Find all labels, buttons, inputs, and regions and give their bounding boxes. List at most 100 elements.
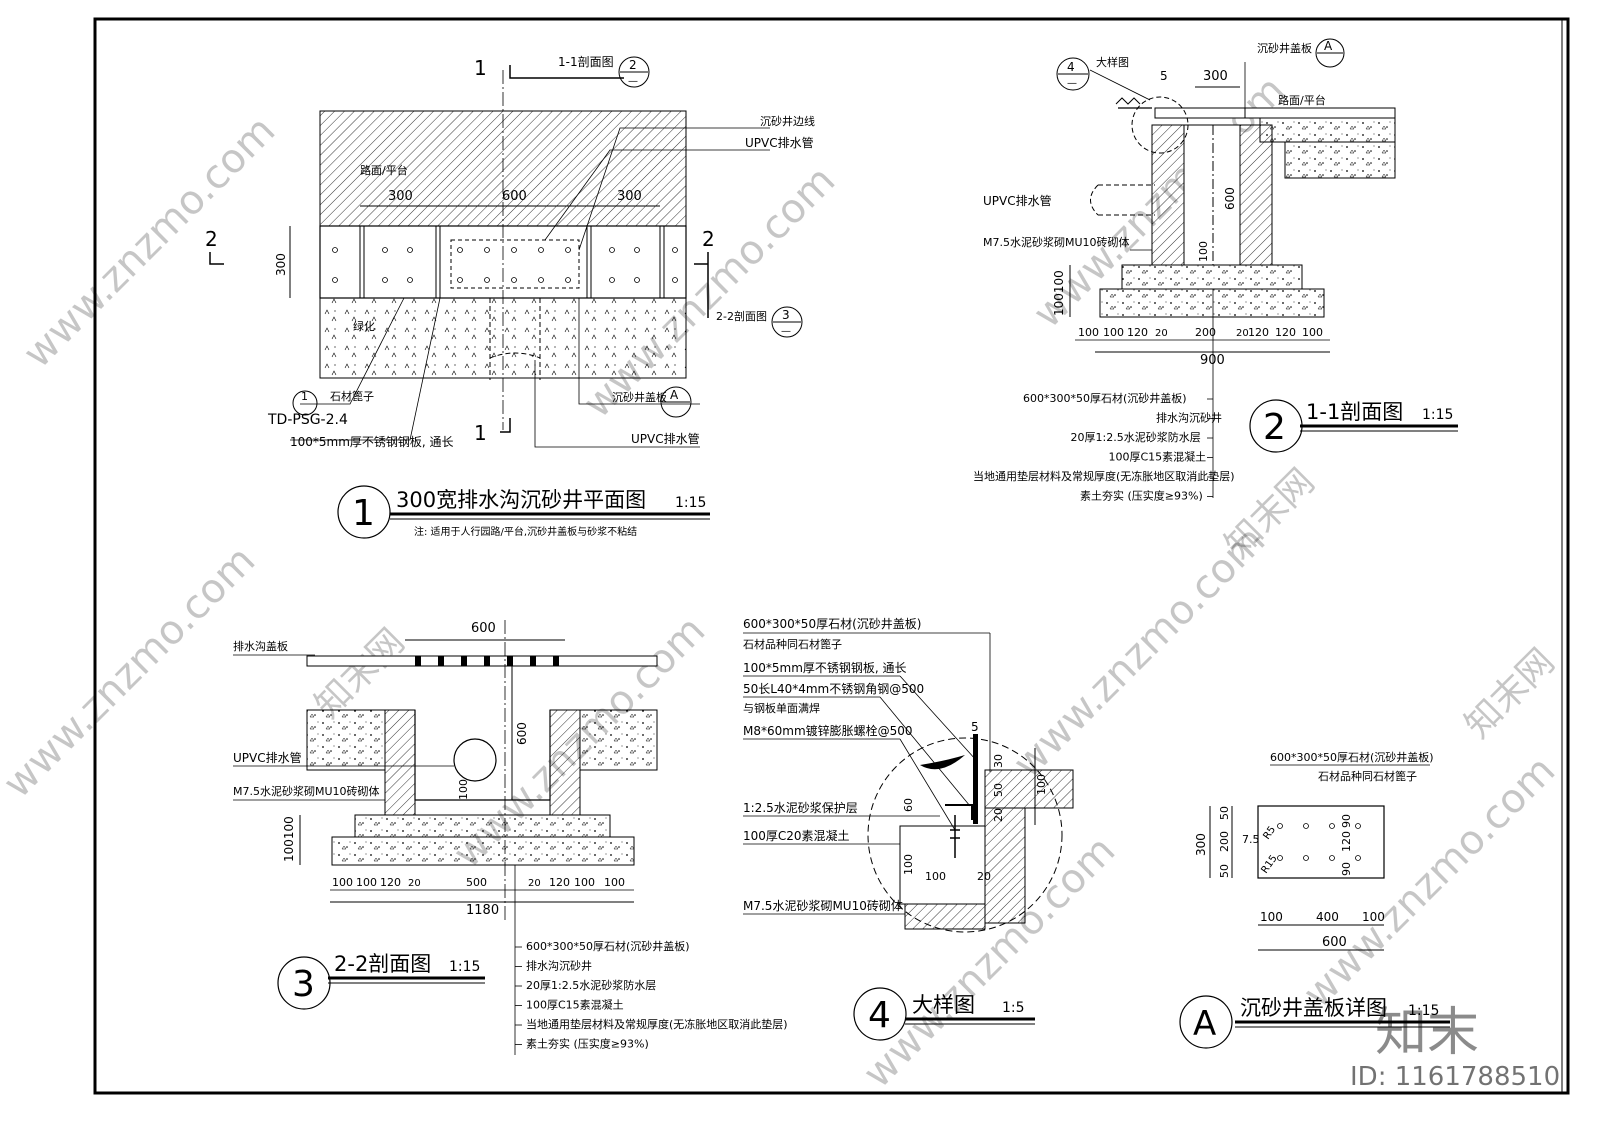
detail-concrete-block: [899, 825, 986, 905]
cover-dim-120: 120: [1340, 831, 1353, 852]
detail-leader-2d: [879, 696, 971, 807]
cut-2-right-mark: [694, 252, 709, 318]
ref-2-2-bubble: [771, 306, 803, 338]
plan-dim-300-left: 300: [388, 189, 413, 204]
cover-dim-600: 600: [1322, 935, 1347, 950]
cut-1-bottom-mark: [500, 418, 511, 433]
cover-dim-100-left: 100: [1260, 910, 1283, 924]
plan-title-num: 1: [352, 493, 375, 534]
sec11-dim-600: 600: [1223, 187, 1237, 210]
cover-dim-200: 200: [1218, 831, 1231, 852]
sec11-layer-note-0: 600*300*50厚石材(沉砂井盖板): [1023, 391, 1187, 405]
plan-pipe-dashed: [489, 298, 541, 380]
sec11-dim-7: 120: [1275, 326, 1296, 339]
sec22-layer-note-5: 素土夯实 (压实度≥93%): [526, 1037, 649, 1051]
sec11-layer-note-3: 100厚C15素混凝土: [1109, 450, 1207, 464]
sec22-layer-notes: 600*300*50厚石材(沉砂井盖板)排水沟沉砂井20厚1:2.5水泥砂浆防水…: [514, 865, 788, 1055]
sec22-dim-100: 100: [457, 779, 470, 800]
sec22-dim-600: 600: [471, 621, 496, 636]
ref-1-1-sheet: —: [628, 76, 638, 87]
plan-cover-ref: A: [670, 388, 679, 402]
plan-scale: 1:15: [675, 495, 706, 511]
detail-dim-50: 50: [992, 783, 1005, 797]
section-2-2: 排水沟盖板 600 600 UPVC排水管 M7.5水泥砂浆砌MU10砖砌体 1…: [233, 620, 788, 1055]
sec22-layer-note-3: 100厚C15素混凝土: [526, 998, 624, 1012]
cut-2-left-mark: [209, 252, 224, 265]
sec22-grate-slots: [415, 656, 559, 666]
detail-dim-5: 5: [971, 720, 979, 734]
watermark-site: www.znzmo.com: [1295, 747, 1565, 1017]
detail-steel-plate: [973, 734, 978, 824]
sec22-layer-note-4: 当地通用垫层材料及常规厚度(无冻胀地区取消此垫层): [526, 1017, 788, 1031]
detail-note-6: 1:2.5水泥砂浆保护层: [743, 800, 858, 815]
detail-notes: 600*300*50厚石材(沉砂井盖板)石材品种同石材篦子100*5mm厚不锈钢…: [743, 617, 991, 915]
ref-1-1-label: 1-1剖面图: [558, 55, 614, 69]
sec11-pipe-dashed: [1090, 184, 1155, 216]
sec22-wall-left: [384, 709, 416, 816]
sec22-dim-0: 100: [332, 876, 353, 889]
cover-dim-400: 400: [1316, 910, 1339, 924]
detail-note-8: M7.5水泥砂浆砌MU10砖砌体: [743, 898, 903, 913]
detail-dim-100: 100: [902, 854, 915, 875]
sec11-upvc-label: UPVC排水管: [983, 193, 1052, 208]
sec11-cover-label: 沉砂井盖板: [1257, 41, 1312, 55]
plan-upvc-top-label: UPVC排水管: [745, 135, 814, 150]
detail-ref-bubble: [1056, 57, 1090, 91]
sec22-dim-2: 120: [380, 876, 401, 889]
plan-green-label: 绿化: [353, 319, 375, 333]
plan-stone-grate-label: 石材篦子: [330, 389, 374, 403]
detail-note-1: 石材品种同石材篦子: [743, 637, 842, 651]
plan-view: 1 1-1剖面图 2 — 1 2 2 2-2剖面图 3 — 路面/平台 300 …: [205, 55, 815, 539]
sec11-cover-ref-bubble: [1315, 38, 1345, 68]
watermark-id: ID: 1161788510: [1350, 1062, 1560, 1092]
sec11-road-label: 路面/平台: [1278, 93, 1326, 107]
sec22-wall-right: [549, 709, 581, 816]
grate-ref-bubble: [292, 390, 318, 416]
detail-ref-num: 4: [1067, 60, 1075, 74]
sec11-layer-note-1: 排水沟沉砂井: [1156, 411, 1222, 425]
sec11-detail-circle: [1131, 96, 1189, 154]
sec11-title: 1-1剖面图: [1306, 400, 1403, 424]
cover-dim-90-top: 90: [1340, 814, 1353, 828]
sec22-title: 2-2剖面图: [334, 952, 431, 976]
sec11-paving-right: [1244, 107, 1396, 119]
sec22-cover-slab: [306, 655, 658, 667]
cover-title: 沉砂井盖板详图: [1240, 996, 1387, 1020]
sec22-dim-6: 120: [549, 876, 570, 889]
sec11-layer-notes: 600*300*50厚石材(沉砂井盖板) 排水沟沉砂井 20厚1:2.5水泥砂浆防水…: [973, 391, 1235, 503]
sec11-dim-300: 300: [1203, 69, 1228, 84]
detail-paving: [984, 769, 1074, 809]
leader-upvc-bottom: [534, 360, 700, 448]
cover-dim-50-top: 50: [1218, 806, 1231, 820]
sec11-dim-100100: 100100: [1052, 270, 1066, 316]
grate-holes: [332, 247, 678, 283]
detail-dim-20: 20: [992, 808, 1005, 822]
detail-leader-3d: [899, 738, 956, 831]
sec22-layer-note-2: 20厚1:2.5水泥砂浆防水层: [526, 978, 656, 992]
detail-dim-20h: 20: [977, 870, 991, 883]
sec22-layer-note-1: 排水沟沉砂井: [526, 959, 592, 973]
detail-ref-label: 大样图: [1096, 55, 1129, 69]
sec22-dim-4: 500: [466, 876, 487, 889]
sec22-render: [414, 710, 551, 801]
detail-brick-wall: [984, 807, 1026, 924]
cover-title-num: A: [1193, 1004, 1216, 1044]
detail-circle: [867, 737, 1063, 933]
plan-road-label: 路面/平台: [360, 163, 408, 177]
sec11-layer-note-2: 20厚1:2.5水泥砂浆防水层: [1071, 430, 1201, 444]
sec11-dim-900: 900: [1200, 353, 1225, 368]
cover-label-2: 石材品种同石材篦子: [1318, 769, 1417, 783]
sec11-subbase: [1099, 288, 1325, 318]
detail-dim-100v: 100: [1035, 774, 1048, 795]
detail-ref-sheet: —: [1067, 78, 1077, 89]
cut-1-top: 1: [474, 56, 487, 80]
cover-label-1: 600*300*50厚石材(沉砂井盖板): [1270, 750, 1434, 764]
sec22-dim-8: 100: [604, 876, 625, 889]
detail-leader-1d: [899, 675, 977, 761]
ref-1-1-num: 2: [629, 58, 637, 72]
detail-note-2: 100*5mm厚不锈钢钢板, 通长: [743, 661, 907, 675]
plan-dim-600: 600: [502, 189, 527, 204]
